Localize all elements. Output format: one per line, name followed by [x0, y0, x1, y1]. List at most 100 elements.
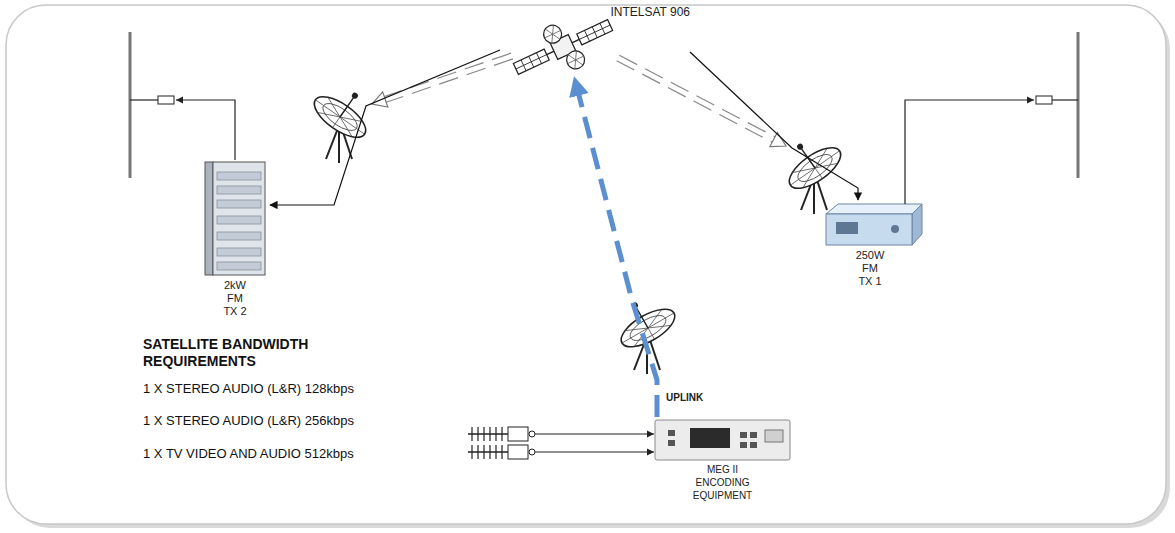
downlink-beam [372, 53, 513, 107]
wire-arrowhead [176, 97, 183, 104]
transmitter-node: 2kW FM TX 2 [200, 158, 270, 318]
receive-dish [774, 127, 847, 214]
bandwidth-entry: 1 X STEREO AUDIO (L&R) 256kbps [143, 413, 443, 429]
beam-line [617, 61, 773, 143]
rack-unit [217, 262, 261, 270]
dish-rib [549, 25, 556, 34]
dish-rib [553, 30, 561, 34]
rack-unit [217, 216, 261, 224]
rack-unit [217, 248, 261, 256]
feeder-cable [176, 100, 235, 160]
section-heading: SATELLITE BANDWIDTH REQUIREMENTS [143, 336, 373, 370]
dish-rib [567, 60, 575, 64]
wire-arrowhead [1027, 97, 1034, 104]
yagi-element [477, 445, 478, 459]
dish-rib [576, 58, 583, 67]
dish-rib [568, 53, 575, 62]
satellite-icon [505, 2, 621, 92]
yagi-element [483, 427, 484, 441]
dish-reflector [308, 76, 381, 145]
yagi-element [477, 427, 478, 441]
dish-rib [572, 51, 579, 60]
device-label: 2kW FM TX 2 [220, 279, 251, 318]
uplink-dish [608, 288, 681, 374]
yagi-element [495, 427, 496, 441]
signal-connector [690, 52, 858, 200]
yagi-element [483, 445, 484, 459]
dish-rib [553, 32, 560, 41]
satellite-dish [541, 22, 565, 46]
dish-rib [315, 100, 340, 117]
device-label: MEG II ENCODING EQUIPMENT [683, 463, 763, 502]
rack-side [205, 162, 213, 275]
dipole-antenna [129, 32, 132, 178]
dish-rib [815, 168, 822, 179]
downlink-beam [617, 55, 786, 146]
dish-reflector [774, 127, 847, 196]
encoder-badge [765, 430, 783, 442]
encoder-button [750, 442, 757, 448]
panel-cell [516, 55, 547, 69]
wire-arrowhead [647, 449, 654, 456]
unit-panel [836, 222, 858, 234]
encoder-button [740, 432, 747, 438]
encoder-unit [655, 420, 790, 460]
wire-arrowhead [647, 431, 654, 438]
receiver-port [529, 431, 535, 437]
rack-unit [217, 200, 261, 208]
rack-front [213, 162, 265, 275]
edge-label: UPLINK [664, 392, 705, 403]
coax-connector [1036, 96, 1052, 104]
dish-rib [544, 34, 552, 38]
encoder-node: MEG II ENCODING EQUIPMENT [650, 417, 795, 502]
encoder-button [668, 440, 675, 446]
receiver-port [529, 449, 535, 455]
frame [6, 5, 1166, 524]
feed-horn [796, 143, 804, 151]
signal-feed [535, 433, 654, 434]
rack-unit [217, 172, 261, 180]
solar-panel [577, 20, 613, 45]
receiver-box [508, 445, 528, 459]
unit-top [826, 204, 922, 214]
feed-arm [340, 97, 354, 117]
beam-line [386, 59, 513, 102]
yagi-element [489, 427, 490, 441]
antenna-lead [130, 99, 158, 100]
panel-cell [579, 25, 610, 39]
device-label: INTELSAT 906 [500, 6, 690, 19]
signal-connector [270, 50, 500, 205]
beam-line [619, 55, 775, 137]
encoder-case [655, 420, 790, 460]
dish-rib [333, 117, 340, 128]
satellite-dish [564, 48, 588, 72]
encoder-button [740, 442, 747, 448]
unit-front [826, 214, 912, 245]
fm-transmitter-unit [826, 204, 922, 245]
yagi-element [471, 445, 472, 459]
yagi-element [501, 445, 502, 459]
encoder-display [690, 428, 730, 448]
rack-unit [217, 232, 261, 240]
feed-horn [351, 92, 359, 100]
solar-panel [513, 49, 549, 74]
dish-rib [545, 27, 552, 36]
yagi-element [471, 427, 472, 441]
receiver-box [508, 427, 528, 441]
signal-feed [535, 451, 654, 452]
unit-knob [891, 225, 899, 233]
satellite-node: INTELSAT 906 [500, 4, 690, 80]
encoder-button [668, 430, 675, 436]
transmitter-node: 250W FM TX 1 [816, 200, 924, 288]
dish-rib [648, 328, 655, 339]
fm-rack-transmitter [205, 162, 265, 275]
dish-rib [648, 317, 671, 336]
uplink-arrow [575, 80, 657, 417]
bandwidth-entry: 1 X STEREO AUDIO (L&R) 128kbps [143, 381, 443, 397]
yagi-element [489, 445, 490, 459]
feeder-cable [905, 100, 1034, 204]
unit-side [912, 204, 922, 245]
rack-unit [217, 186, 261, 194]
dipole-antenna [1077, 32, 1080, 178]
